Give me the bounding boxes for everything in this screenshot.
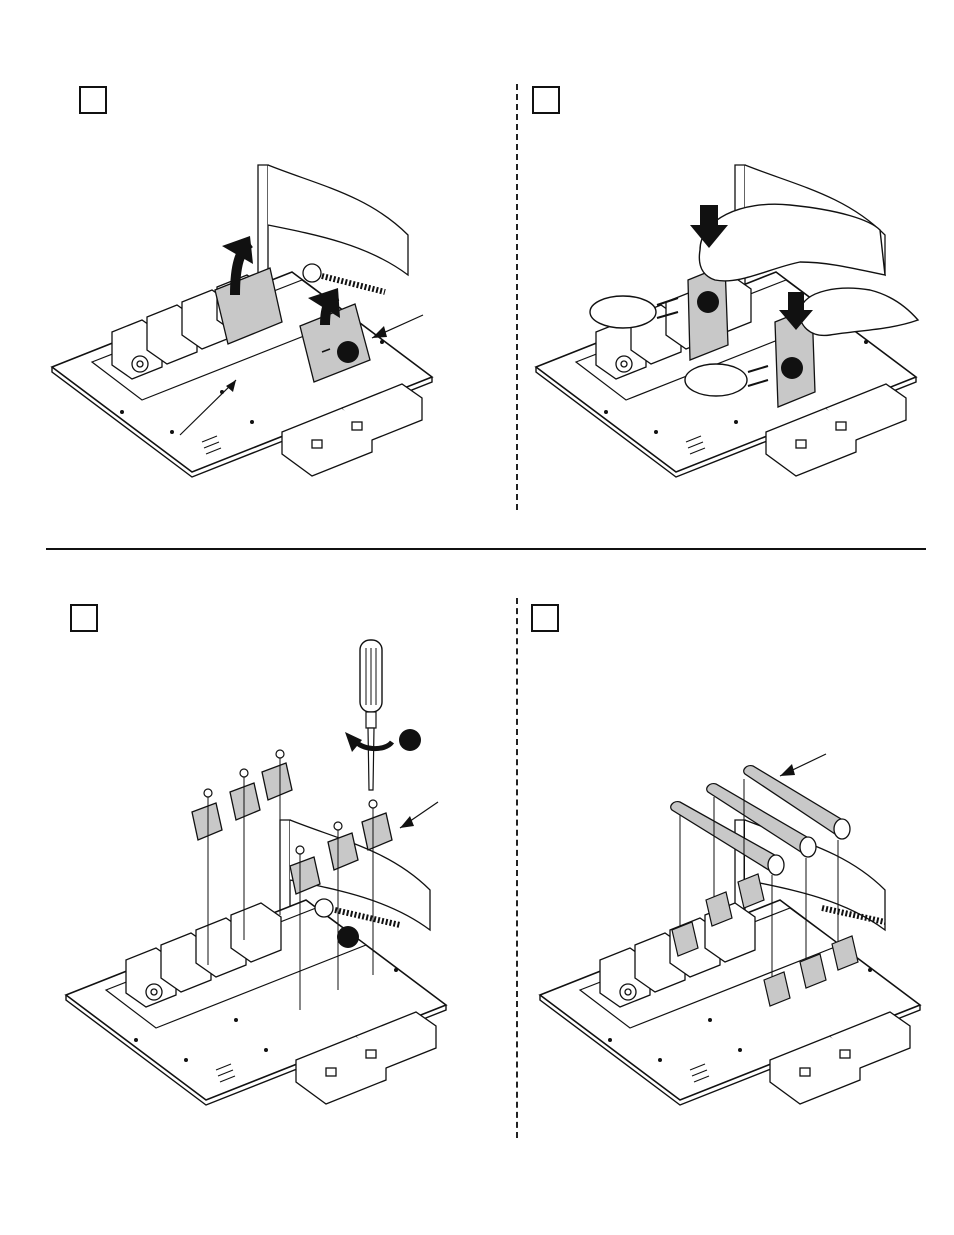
step-3-illustration	[66, 640, 446, 1105]
step-2-illustration	[536, 165, 918, 477]
hand-icon	[800, 288, 918, 335]
screwdriver-icon	[360, 640, 382, 790]
step-4-illustration	[540, 754, 920, 1105]
step-1-illustration	[52, 165, 432, 477]
